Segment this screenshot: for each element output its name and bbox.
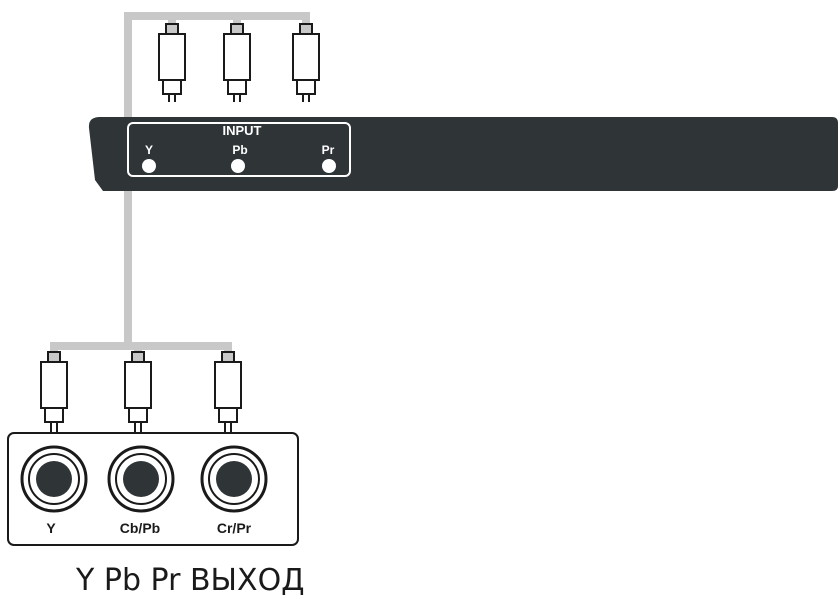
top-plug-pr xyxy=(292,23,320,102)
bottom-plugs xyxy=(40,351,242,432)
top-plug-y xyxy=(158,23,186,102)
top-plug-pb xyxy=(223,23,251,102)
bottom-plug-pb xyxy=(124,351,152,432)
input-port-pb[interactable] xyxy=(231,159,245,173)
port-label-pb: Pb xyxy=(232,143,247,157)
input-group-label: INPUT xyxy=(223,123,262,138)
output-jack-cr-pr[interactable] xyxy=(200,445,268,513)
device-rear-panel xyxy=(88,117,838,191)
output-caption: Y Pb Pr ВЫХОД xyxy=(75,563,305,598)
bottom-plug-pr xyxy=(214,351,242,432)
input-port-y[interactable] xyxy=(142,159,156,173)
jack-label-cr-pr: Cr/Pr xyxy=(217,520,252,536)
bottom-plug-y xyxy=(40,351,68,432)
jack-label-cb-pb: Cb/Pb xyxy=(120,520,160,536)
input-group-frame xyxy=(127,122,351,177)
output-jack-y[interactable] xyxy=(20,445,88,513)
input-port-pr[interactable] xyxy=(322,159,336,173)
jack-label-y: Y xyxy=(46,520,56,536)
port-label-pr: Pr xyxy=(322,143,335,157)
port-label-y: Y xyxy=(145,143,153,157)
top-plugs xyxy=(158,23,320,102)
output-jack-cb-pb[interactable] xyxy=(107,445,175,513)
input-port-group: INPUT Y Pb Pr xyxy=(127,122,351,177)
